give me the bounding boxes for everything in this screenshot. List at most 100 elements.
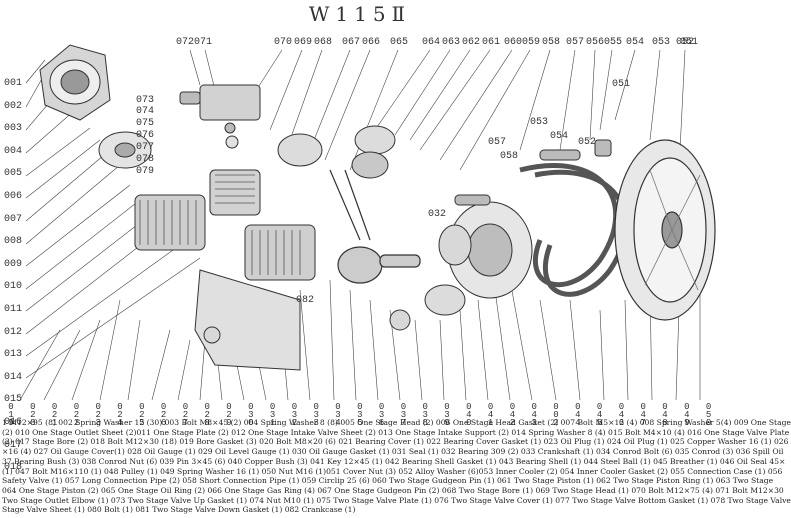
- part-label-037: 037: [398, 402, 409, 426]
- part-label-032: 032: [289, 402, 300, 426]
- part-label-038: 038: [420, 402, 431, 426]
- pulley: [614, 139, 716, 321]
- part-label-002: 002: [551, 402, 561, 426]
- one-stage-cylinder-2: [244, 224, 316, 281]
- part-label-068: 068: [314, 37, 333, 48]
- legend-line: (2) 010 One Stage Outlet Sheet (2)011 On…: [2, 427, 790, 437]
- part-label-051: 051: [612, 79, 631, 90]
- part-label-028: 028: [202, 402, 213, 426]
- part-label-077: 077: [136, 142, 155, 153]
- part-label-043: 043: [529, 402, 540, 426]
- part-label-057: 057: [566, 37, 585, 48]
- top-leader-lines: [189, 49, 686, 171]
- legend-line: Two Stage Outlet Elbow (1) 073 Two Stage…: [2, 495, 791, 505]
- legend-line: (2) 017 Stage Bore (2) 018 Bolt M12×30 (…: [2, 437, 789, 447]
- left-leader-lines: [25, 59, 201, 379]
- legend-line: (1) 047 Bolt M16×110 (1) 048 Pulley (1) …: [2, 466, 783, 476]
- part-label-069: 069: [294, 37, 313, 48]
- part-label-052: 052: [676, 37, 695, 48]
- legend-line: 064 One Stage Piston (2) 065 One Stage O…: [2, 485, 784, 495]
- part-label-053: 053: [652, 37, 671, 48]
- part-label-022: 022: [71, 402, 82, 426]
- part-label-031: 031: [267, 402, 278, 426]
- pistons: [277, 125, 466, 316]
- two-stage-head: [199, 84, 261, 216]
- part-label-051: 051: [680, 37, 699, 48]
- part-label-058: 058: [500, 151, 519, 162]
- part-label-027: 027: [180, 402, 191, 426]
- part-label-046: 046: [616, 402, 627, 426]
- part-label-026: 026: [158, 402, 169, 426]
- legend-line: 1 M12×95 (8) 002 Spring Washer 12 (30) 0…: [2, 418, 791, 427]
- parts-legend: 1 M12×95 (8) 002 Spring Washer 12 (30) 0…: [2, 418, 791, 516]
- part-label-030: 030: [245, 402, 256, 426]
- one-stage-cylinder-1: [134, 194, 206, 251]
- part-label-049: 049: [681, 402, 692, 426]
- crankshaft-and-conrods: [329, 169, 421, 284]
- part-label-071: 071: [194, 37, 213, 48]
- part-label-016: 016: [4, 417, 23, 428]
- part-label-002: 002: [4, 100, 23, 112]
- bearing-cover: [438, 201, 533, 299]
- part-label-004: 004: [4, 145, 23, 157]
- part-label-075: 075: [136, 118, 155, 129]
- part-label-003: 003: [4, 123, 23, 135]
- part-label-017: 017: [4, 439, 23, 451]
- part-label-050: 050: [703, 402, 714, 426]
- part-label-074: 074: [136, 106, 155, 117]
- part-label-062: 062: [462, 37, 481, 48]
- part-label-033: 033: [311, 402, 322, 426]
- part-label-044: 044: [572, 402, 583, 426]
- part-label-012: 012: [4, 326, 23, 338]
- part-label-055: 055: [604, 37, 623, 48]
- legend-line: ×16 (4) 027 Oil Gauge Cover(1) 028 Oil G…: [2, 447, 784, 457]
- part-label-060: 060: [504, 37, 523, 48]
- part-label-023: 023: [93, 402, 104, 426]
- part-label-070: 070: [274, 37, 293, 48]
- part-label-048: 048: [660, 402, 670, 426]
- part-label-025: 025: [136, 402, 147, 426]
- part-label-020: 020: [27, 402, 38, 426]
- part-label-047: 047: [638, 402, 649, 426]
- part-label-019: 019: [6, 402, 16, 426]
- one-stage-head: [39, 44, 111, 121]
- part-label-039: 039: [442, 402, 452, 426]
- part-label-073: 073: [136, 95, 155, 106]
- part-label-059: 059: [522, 37, 541, 48]
- part-label-063: 063: [442, 37, 461, 48]
- part-label-024: 024: [115, 402, 125, 426]
- part-label-078: 078: [136, 154, 155, 165]
- part-label-066: 066: [362, 37, 381, 48]
- part-label-007: 007: [4, 213, 23, 225]
- part-label-064: 064: [422, 37, 441, 48]
- part-label-040: 040: [463, 402, 474, 426]
- part-label-029: 029: [224, 402, 234, 426]
- part-label-009: 009: [4, 258, 23, 270]
- part-label-082: 082: [296, 295, 315, 306]
- part-label-079: 079: [136, 166, 155, 177]
- part-label-032: 032: [428, 209, 447, 220]
- part-label-001: 001: [4, 78, 23, 89]
- part-label-041: 041: [485, 402, 496, 426]
- part-label-011: 011: [4, 304, 23, 315]
- part-label-014: 014: [4, 371, 23, 383]
- part-label-015: 015: [4, 394, 23, 406]
- part-label-006: 006: [4, 191, 23, 202]
- part-label-056: 056: [586, 37, 605, 48]
- part-label-013: 013: [4, 349, 23, 361]
- part-label-010: 010: [4, 281, 23, 293]
- legend-line: Stage Valve Sheet (1) 080 Bolt (1) 081 T…: [2, 505, 356, 515]
- part-label-045: 045: [594, 402, 605, 426]
- part-label-042: 042: [507, 402, 518, 426]
- part-label-008: 008: [4, 236, 23, 248]
- part-label-054: 054: [550, 131, 569, 142]
- part-label-053: 053: [530, 117, 549, 128]
- part-label-036: 036: [376, 402, 387, 426]
- part-label-076: 076: [136, 130, 155, 141]
- part-label-018: 018: [4, 462, 23, 474]
- diagram-title: W115Ⅱ: [308, 2, 412, 26]
- legend-line: Safety Valve (1) 057 Long Connection Pip…: [2, 476, 774, 486]
- part-label-035: 035: [354, 402, 365, 426]
- inner-cooler-coils: [519, 163, 629, 297]
